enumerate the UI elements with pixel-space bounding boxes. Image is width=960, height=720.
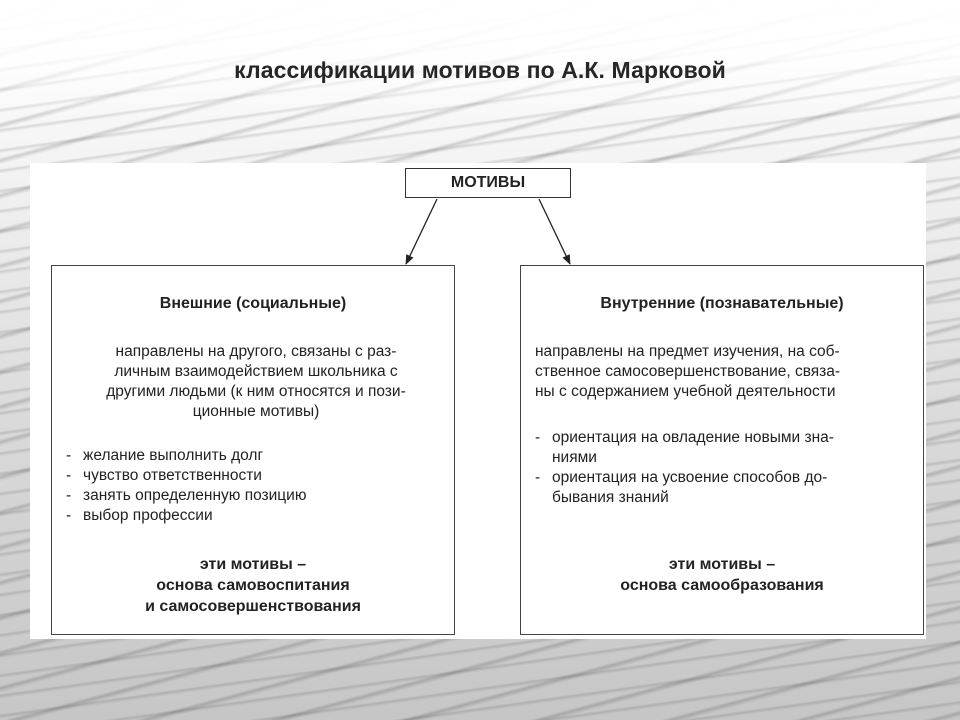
internal-motives-box: Внутренние (познавательные) направлены н… — [520, 265, 924, 635]
external-motives-heading: Внешние (социальные) — [159, 295, 347, 312]
description-line: ственное самосовершенствование, связа- — [535, 363, 841, 380]
list-item: -ориентация на усвоение способов до-быва… — [535, 468, 915, 508]
bullet-dash: - — [535, 469, 541, 486]
list-item-text: ориентация на овладение новыми зна- — [552, 429, 834, 446]
root-node-motives: МОТИВЫ — [405, 168, 571, 198]
list-item-text: ориентация на усвоение способов до- — [552, 469, 828, 486]
list-item-text: желание выполнить долг — [83, 447, 264, 464]
list-item: -ориентация на овладение новыми зна-ниям… — [535, 428, 915, 468]
bullet-dash: - — [66, 507, 72, 524]
page-title: классификации мотивов по А.К. Марковой — [234, 57, 726, 83]
external-motives-description: направлены на другого, связаны с раз- ли… — [66, 342, 446, 422]
external-motives-box: Внешние (социальные) направлены на друго… — [51, 265, 455, 635]
internal-motives-list: -ориентация на овладение новыми зна-ниям… — [535, 428, 915, 508]
list-item-text: ниями — [552, 449, 597, 466]
list-item-text: чувство ответственности — [83, 467, 262, 484]
conclusion-line: и самосовершенствования — [145, 598, 361, 615]
conclusion-line: основа самовоспитания — [156, 577, 350, 594]
list-item: -желание выполнить долг — [66, 446, 446, 466]
background-fade — [0, 0, 960, 120]
bullet-dash: - — [66, 487, 72, 504]
description-line: направлены на предмет изучения, на соб- — [535, 343, 840, 360]
bullet-dash: - — [66, 467, 72, 484]
conclusion-line: эти мотивы – — [199, 556, 307, 573]
description-line: ционные мотивы) — [192, 403, 320, 420]
list-item-text: занять определенную позицию — [83, 487, 307, 504]
list-item: -занять определенную позицию — [66, 486, 446, 506]
list-item-text: бывания знаний — [552, 489, 669, 506]
conclusion-line: эти мотивы – — [668, 556, 776, 573]
description-line: ны с содержанием учебной деятельности — [535, 383, 836, 400]
bullet-dash: - — [66, 447, 72, 464]
conclusion-line: основа самообразования — [620, 577, 824, 594]
internal-motives-heading: Внутренние (познавательные) — [600, 295, 844, 312]
external-motives-list: -желание выполнить долг -чувство ответст… — [66, 446, 446, 526]
bullet-dash: - — [535, 429, 541, 446]
external-motives-conclusion: эти мотивы – основа самовоспитания и сам… — [52, 554, 454, 617]
list-item-text: выбор профессии — [83, 507, 213, 524]
internal-motives-conclusion: эти мотивы – основа самообразования — [521, 554, 923, 596]
description-line: личным взаимодействием школьника с — [114, 363, 398, 380]
description-line: направлены на другого, связаны с раз- — [115, 343, 397, 360]
list-item: -чувство ответственности — [66, 466, 446, 486]
internal-motives-description: направлены на предмет изучения, на соб- … — [535, 342, 913, 402]
description-line: другими людьми (к ним относятся и пози- — [106, 383, 406, 400]
list-item: -выбор профессии — [66, 506, 446, 526]
